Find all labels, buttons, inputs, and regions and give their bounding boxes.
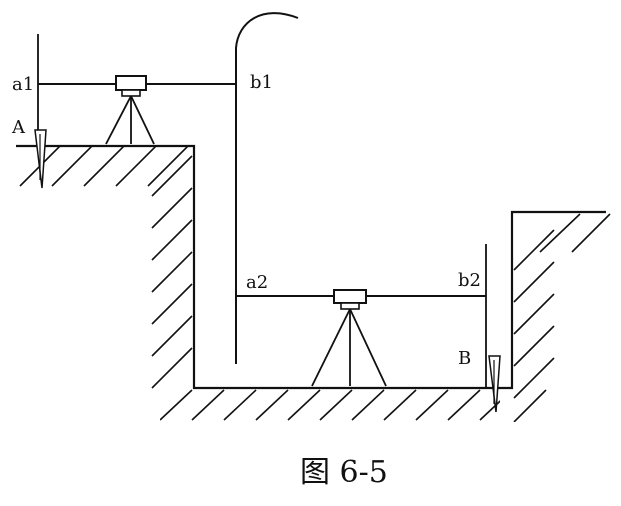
steel-tape bbox=[235, 12, 299, 364]
peg-a bbox=[34, 129, 47, 189]
level-instrument-upper bbox=[105, 75, 155, 145]
label-b1: b1 bbox=[250, 72, 273, 93]
label-B: B bbox=[458, 348, 471, 369]
label-A: A bbox=[11, 117, 26, 138]
peg-b bbox=[488, 355, 501, 413]
level-instrument-lower bbox=[311, 289, 387, 387]
label-a1: a1 bbox=[12, 74, 34, 95]
ground-outline bbox=[16, 144, 606, 390]
label-a2: a2 bbox=[246, 272, 268, 293]
label-b2: b2 bbox=[458, 270, 481, 291]
ground-hatching bbox=[19, 146, 611, 422]
figure-caption: 图 6-5 bbox=[300, 455, 388, 490]
